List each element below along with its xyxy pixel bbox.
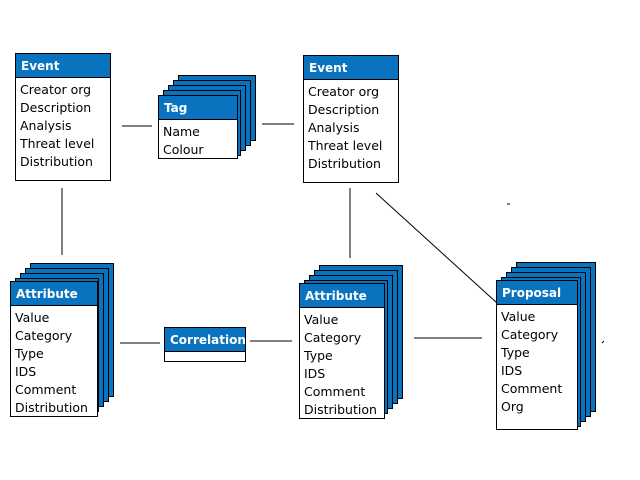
field-item: Category <box>501 327 559 342</box>
field-item: IDS <box>15 364 37 379</box>
field-item: Creator org <box>20 82 92 97</box>
field-item: Value <box>501 309 536 324</box>
field-item: Threat level <box>308 138 383 153</box>
attribute-title: Attribute <box>300 284 384 308</box>
connector-event2-proposal <box>375 192 509 314</box>
field-item: Analysis <box>308 120 360 135</box>
field-item: IDS <box>304 366 326 381</box>
attribute-title: Attribute <box>11 282 97 306</box>
field-item: Type <box>304 348 333 363</box>
field-item: IDS <box>501 363 523 378</box>
field-item: Comment <box>501 381 563 396</box>
correlation-card: Correlation <box>164 327 246 362</box>
field-item: Org <box>501 399 524 414</box>
field-item: Distribution <box>304 402 377 417</box>
field-item: Type <box>501 345 530 360</box>
field-item: Threat level <box>20 136 95 151</box>
field-item: Distribution <box>20 154 93 169</box>
field-item: Creator org <box>308 84 380 99</box>
field-item: Comment <box>304 384 366 399</box>
field-item: Value <box>15 310 50 325</box>
proposal-title: Proposal <box>497 281 577 305</box>
field-item: Value <box>304 312 339 327</box>
field-item: Description <box>20 100 92 115</box>
field-item: Category <box>304 330 362 345</box>
field-item: Category <box>15 328 73 343</box>
field-item: Distribution <box>15 400 88 415</box>
event-title: Event <box>304 56 398 80</box>
field-item: Name <box>163 124 200 139</box>
field-item: Colour <box>163 142 204 157</box>
field-item: Analysis <box>20 118 72 133</box>
field-item: Type <box>15 346 44 361</box>
stray-mark <box>601 340 605 344</box>
field-item: Description <box>308 102 380 117</box>
tag-title: Tag <box>159 96 237 120</box>
event-title: Event <box>16 54 110 78</box>
correlation-title: Correlation <box>165 328 245 352</box>
field-item: Comment <box>15 382 77 397</box>
field-item: Distribution <box>308 156 381 171</box>
